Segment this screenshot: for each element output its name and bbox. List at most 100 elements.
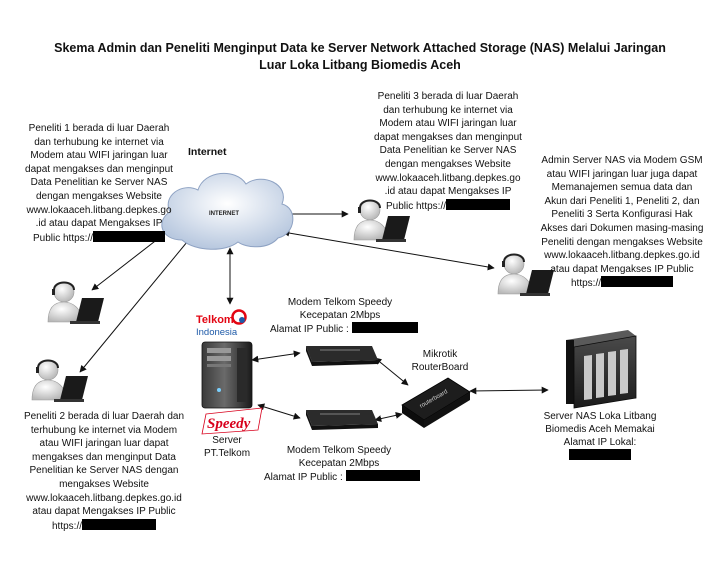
peneliti1-line: dapat mengakses dan menginput: [25, 163, 173, 175]
telkom-logo: Telkom Indonesia: [196, 309, 247, 338]
arrow-server-modem2: [257, 403, 301, 420]
admin-line: Peneliti dengan mengakses Website: [541, 236, 703, 248]
modem2-speed: Kecepatan 2Mbps: [298, 458, 380, 469]
admin-line: Admin Server NAS via Modem GSM: [541, 155, 703, 166]
peneliti1-line: dengan mengakses Website: [35, 190, 162, 202]
modem1-speed: Kecepatan 2Mbps: [299, 310, 381, 321]
admin-line: www.lokaaceh.litbang.depkes.go.id: [544, 250, 700, 262]
redacted-ip: [601, 276, 673, 288]
peneliti3-user-icon: [353, 199, 410, 242]
internet-label: Internet: [188, 146, 227, 158]
arrow-internet-admin: [282, 229, 495, 271]
peneliti3-ip-line: Public https://: [355, 198, 541, 214]
admin-line: atau WIFI jaringan luar juga dapat: [546, 168, 698, 180]
speedy-logo: Speedy: [201, 407, 263, 435]
peneliti2-line: Penelitian ke Server NAS dengan: [29, 465, 179, 477]
peneliti1-line: Modem atau WIFI jaringan luar: [30, 150, 168, 162]
redacted-ip: [569, 449, 631, 460]
peneliti1-line: www.lokaaceh.litbang.depkes.go: [26, 204, 172, 216]
modem1-ip-prefix: Alamat IP Public :: [270, 324, 349, 335]
peneliti2-line: atau WIFI jaringan luar dapat: [39, 438, 169, 450]
diagram-title-line2: Luar Loka Litbang Biomedis Aceh: [259, 58, 461, 72]
peneliti1-line: dan terhubung ke internet via: [34, 136, 164, 148]
peneliti3-line: Peneliti 3 berada di luar Daerah: [377, 91, 519, 102]
admin-line: Akses dari Dokumen masing-masing: [540, 222, 704, 234]
telkom-server-icon: [201, 341, 253, 409]
modem2-ip-line: Alamat IP Public :: [264, 470, 420, 484]
admin-line: Peneliti 3 Serta Konfigurasi Hak: [551, 209, 693, 221]
peneliti2-user-icon: [31, 359, 88, 402]
peneliti2-line: atau dapat Mengakses IP Public: [32, 506, 176, 518]
peneliti2-line: mengakses Website: [59, 478, 149, 490]
peneliti1-user-icon: [47, 281, 104, 324]
modem2-label: Modem Telkom Speedy Kecepatan 2Mbps Alam…: [264, 444, 420, 484]
redacted-ip: [345, 470, 420, 481]
modem1-ip-line: Alamat IP Public :: [270, 322, 418, 336]
modem1-label: Modem Telkom Speedy Kecepatan 2Mbps Alam…: [270, 296, 418, 336]
peneliti2-ip-prefix: https://: [51, 520, 82, 532]
nas-server-icon: [566, 330, 637, 409]
modem1-name: Modem Telkom Speedy: [287, 297, 393, 308]
admin-ip-line: https://: [528, 276, 716, 291]
arrow-peneliti2-internet: [79, 235, 193, 373]
peneliti3-line: dan terhubung ke internet via: [383, 104, 513, 116]
arrow-server-modem1: [251, 350, 301, 363]
router-name-line2: RouterBoard: [411, 362, 469, 373]
peneliti2-line: www.lokaaceh.litbang.depkes.go.id: [26, 492, 182, 504]
internet-cloud-icon: INTERNET: [161, 172, 294, 250]
nas-ip-line: [530, 449, 670, 463]
router-label: Mikrotik RouterBoard: [400, 348, 480, 374]
peneliti1-ip-line: Public https://: [6, 230, 192, 246]
admin-user-icon: [497, 253, 554, 296]
peneliti2-line: terhubung ke internet via Modem: [30, 424, 178, 436]
nas-line1: Server NAS Loka Litbang: [543, 411, 657, 422]
modem1-icon: [306, 346, 378, 366]
admin-line: Akun dari Peneliti 1, Peneliti 2, dan: [544, 195, 700, 207]
redacted-ip: [93, 230, 166, 242]
admin-ip-prefix: https://: [570, 278, 601, 290]
peneliti3-description: Peneliti 3 berada di luar Daerah dan ter…: [355, 90, 541, 213]
redacted-ip: [82, 518, 156, 530]
modem2-ip-prefix: Alamat IP Public :: [264, 472, 343, 483]
peneliti3-line: dapat mengakses dan menginput: [374, 131, 522, 143]
diagram-title-line1: Skema Admin dan Peneliti Menginput Data …: [54, 41, 666, 55]
admin-line: Memanajemen semua data dan: [551, 182, 693, 194]
nas-line2: Biomedis Aceh Memakai: [545, 424, 655, 435]
redacted-ip: [351, 322, 418, 333]
peneliti1-line: Peneliti 1 berada di luar Daerah: [28, 123, 170, 134]
diagram-title: Skema Admin dan Peneliti Menginput Data …: [40, 40, 680, 74]
arrow-router-nas: [469, 386, 549, 395]
connection-arrows: [79, 210, 549, 423]
admin-description: Admin Server NAS via Modem GSM atau WIFI…: [528, 154, 716, 291]
peneliti1-line: .id atau dapat Mengakses IP: [35, 218, 163, 230]
peneliti3-line: www.lokaaceh.litbang.depkes.go: [375, 172, 521, 184]
peneliti2-line: Peneliti 2 berada di luar Daerah dan: [23, 411, 185, 422]
nas-line3: Alamat IP Lokal:: [563, 437, 637, 448]
peneliti3-line: dengan mengakses Website: [384, 158, 511, 170]
admin-line: atau dapat Mengakses IP Public: [550, 263, 694, 275]
internet-cloud-text: INTERNET: [209, 211, 239, 217]
redacted-ip: [446, 198, 511, 210]
arrow-modem1-router: [374, 357, 409, 386]
nas-label: Server NAS Loka Litbang Biomedis Aceh Me…: [530, 410, 670, 463]
peneliti2-line: mengakses dan menginput Data: [32, 451, 176, 463]
modem2-name: Modem Telkom Speedy: [286, 445, 392, 456]
peneliti1-ip-prefix: Public https://: [32, 232, 94, 244]
peneliti1-description: Peneliti 1 berada di luar Daerah dan ter…: [6, 122, 192, 245]
telkom-logo-word1: Telkom: [196, 314, 234, 326]
telkom-server-line1: Server: [212, 435, 242, 446]
telkom-server-label: Server PT.Telkom: [192, 434, 262, 460]
peneliti3-line: .id atau dapat Mengakses IP: [384, 186, 512, 198]
peneliti2-description: Peneliti 2 berada di luar Daerah dan ter…: [4, 410, 204, 533]
peneliti1-line: Data Penelitian ke Server NAS: [30, 177, 168, 189]
speedy-logo-word: Speedy: [207, 416, 251, 432]
peneliti2-ip-line: https://: [4, 518, 204, 534]
arrow-modem2-router: [374, 411, 403, 423]
peneliti3-line: Data Penelitian ke Server NAS: [379, 145, 517, 157]
mikrotik-router-icon: routerboard: [401, 377, 471, 428]
peneliti3-line: Modem atau WIFI jaringan luar: [379, 118, 517, 130]
router-name-line1: Mikrotik: [422, 349, 458, 360]
telkom-server-line2: PT.Telkom: [203, 448, 251, 459]
telkom-logo-word2: Indonesia: [196, 327, 238, 338]
